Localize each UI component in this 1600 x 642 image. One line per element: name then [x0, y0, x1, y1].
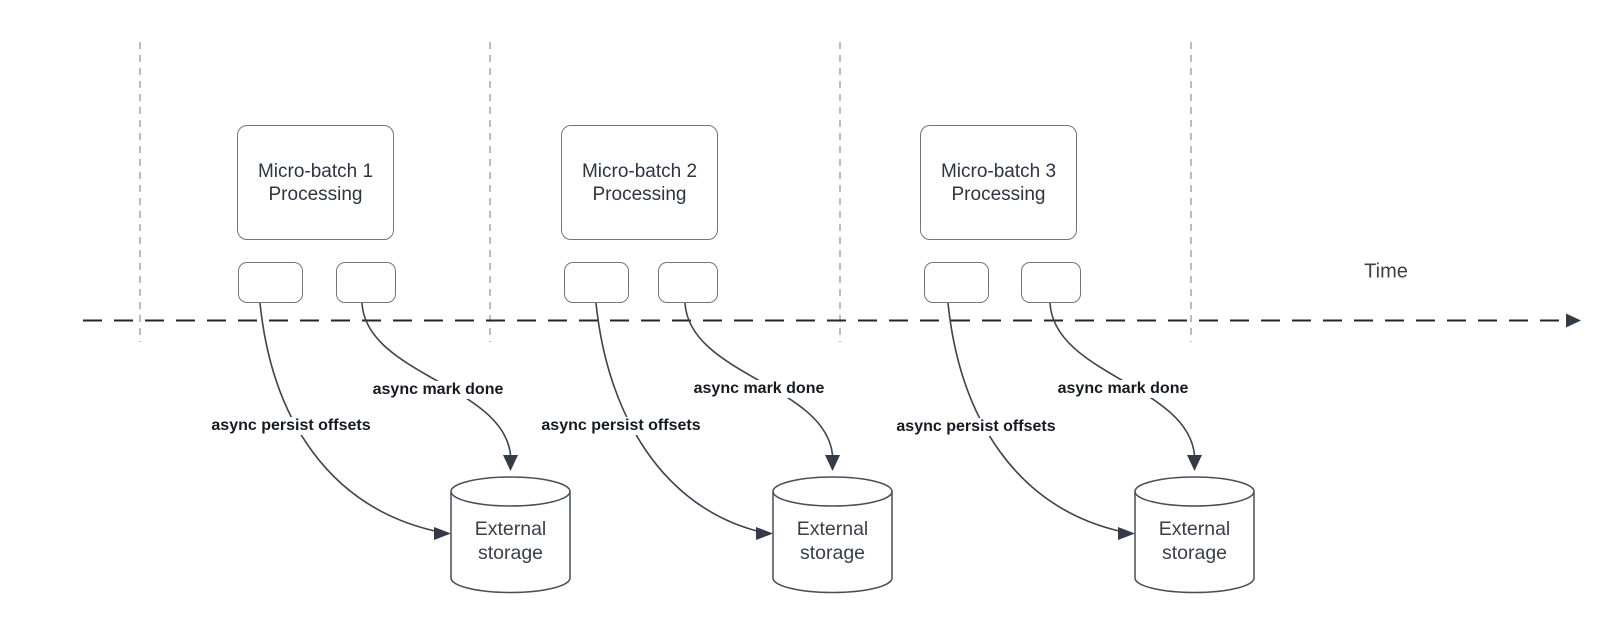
external-storage-label: External storage [797, 517, 869, 565]
external-storage-label: External storage [475, 517, 547, 565]
external-storage-line1: External [796, 518, 869, 540]
micro-batch-box: Micro-batch 1 Processing [237, 125, 394, 240]
mark-done-box [1021, 262, 1081, 303]
micro-batch-subtitle: Processing [268, 183, 363, 205]
micro-batch-box: Micro-batch 2 Processing [561, 125, 718, 240]
micro-batch-title: Micro-batch 1 [257, 160, 374, 182]
offset-commit-box [238, 262, 303, 303]
async-persist-offsets-label: async persist offsets [893, 418, 1059, 436]
micro-batch-subtitle: Processing [951, 183, 1046, 205]
async-mark-done-label: async mark done [1054, 380, 1192, 398]
micro-batch-subtitle: Processing [592, 183, 687, 205]
async-mark-done-label: async mark done [369, 381, 507, 399]
mark-done-box [336, 262, 396, 303]
external-storage-line1: External [474, 518, 547, 540]
async-persist-offsets-label: async persist offsets [208, 417, 374, 435]
async-persist-offsets-label: async persist offsets [538, 417, 704, 435]
external-storage-label: External storage [1159, 517, 1231, 565]
offset-commit-box [924, 262, 989, 303]
micro-batch-box: Micro-batch 3 Processing [920, 125, 1077, 240]
external-storage-line2: storage [799, 542, 866, 564]
external-storage-line2: storage [477, 542, 544, 564]
external-storage-line2: storage [1161, 542, 1228, 564]
mark-done-box [658, 262, 718, 303]
external-storage-line1: External [1158, 518, 1231, 540]
offset-commit-box [564, 262, 629, 303]
time-axis-label: Time [1364, 260, 1408, 283]
async-mark-done-label: async mark done [690, 380, 828, 398]
micro-batch-title: Micro-batch 2 [581, 160, 698, 182]
micro-batch-title: Micro-batch 3 [940, 160, 1057, 182]
